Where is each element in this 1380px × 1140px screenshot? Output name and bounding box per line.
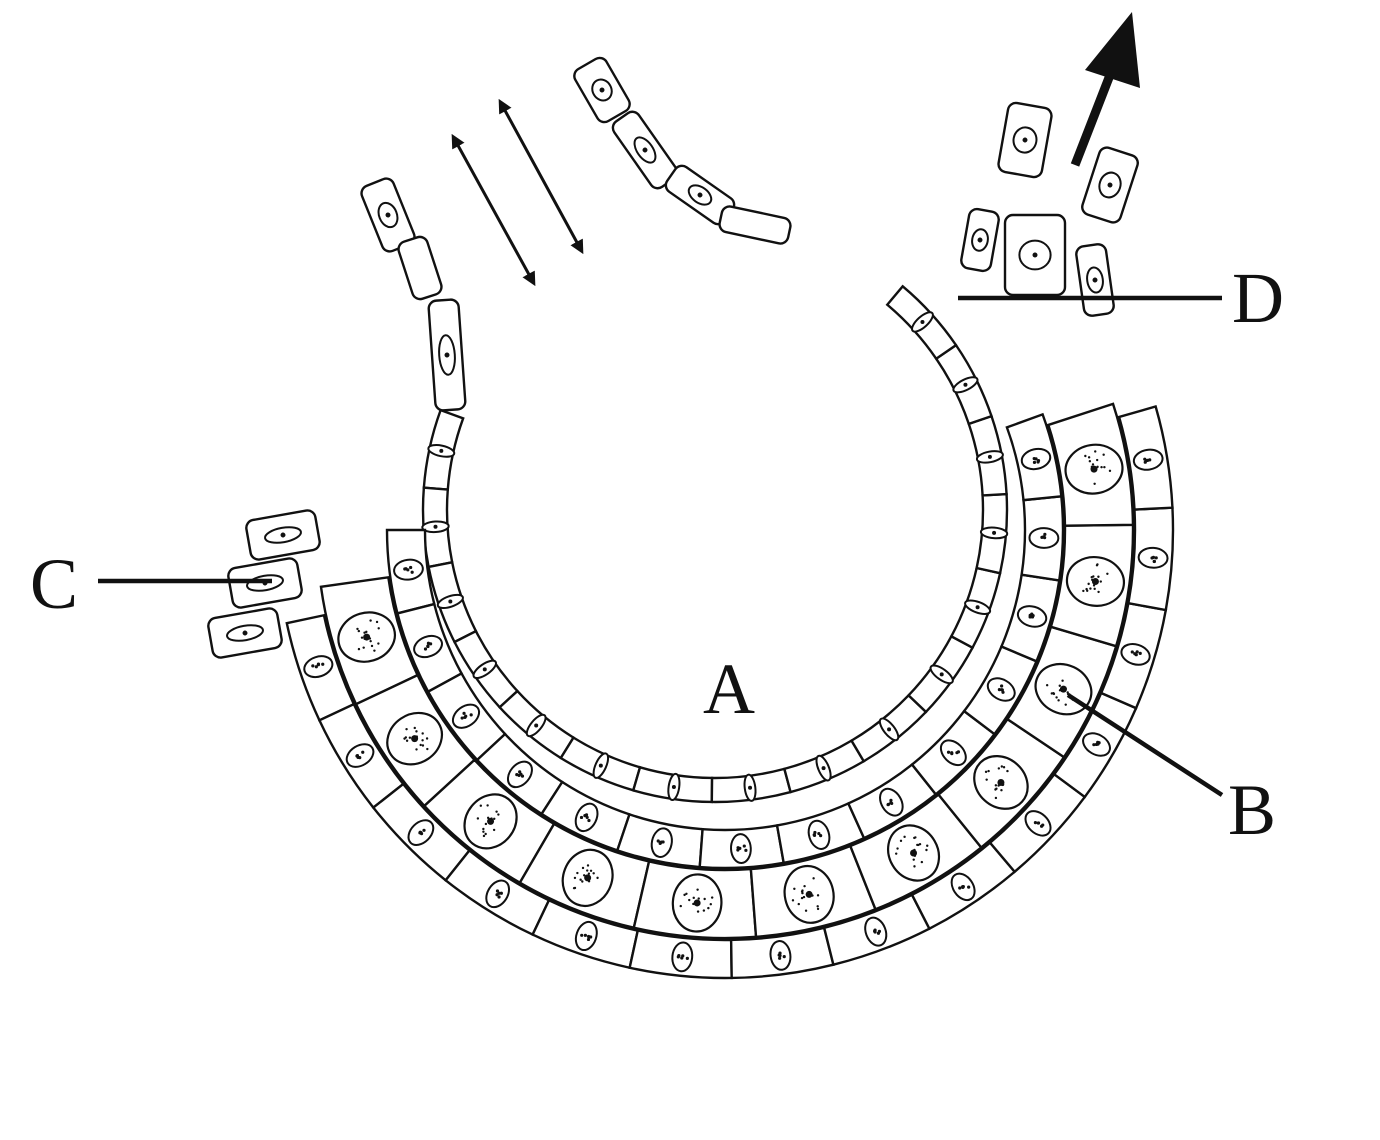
- label-d: D: [1232, 258, 1284, 338]
- tube-cell: [360, 177, 416, 253]
- tube-cell: [245, 509, 321, 561]
- double-arrow-icon: [451, 133, 536, 287]
- tube-cell: [573, 56, 631, 124]
- tube-cell: [207, 607, 283, 659]
- double-arrow-icon: [498, 98, 584, 255]
- tube-cell: [718, 205, 792, 245]
- label-c: C: [30, 544, 78, 624]
- nucleus: [303, 655, 334, 679]
- nucleus: [345, 743, 375, 768]
- tube-cell: [397, 235, 443, 301]
- label-b: B: [1228, 770, 1276, 850]
- tube-cell: [1075, 243, 1115, 317]
- outflow-arrow-icon: [1070, 12, 1140, 167]
- outer-cell-layer: [319, 402, 1135, 940]
- tube-cell: [960, 207, 1000, 273]
- label-a: A: [703, 649, 755, 729]
- middle-cell-layer: [385, 412, 1065, 870]
- tube-cell: [664, 164, 736, 226]
- diffusion-arrows: [451, 98, 584, 287]
- tube-cell: [427, 298, 467, 412]
- alveolar-wall-layer: [421, 284, 1009, 804]
- outermost-cell-layer: [285, 405, 1175, 980]
- leader-line-b: [1066, 693, 1224, 797]
- tube-cell: [997, 101, 1053, 179]
- nucleus: [939, 739, 967, 767]
- tube-cell: [1003, 213, 1067, 297]
- tube-ends: [207, 56, 1139, 659]
- tube-cell: [1081, 146, 1139, 224]
